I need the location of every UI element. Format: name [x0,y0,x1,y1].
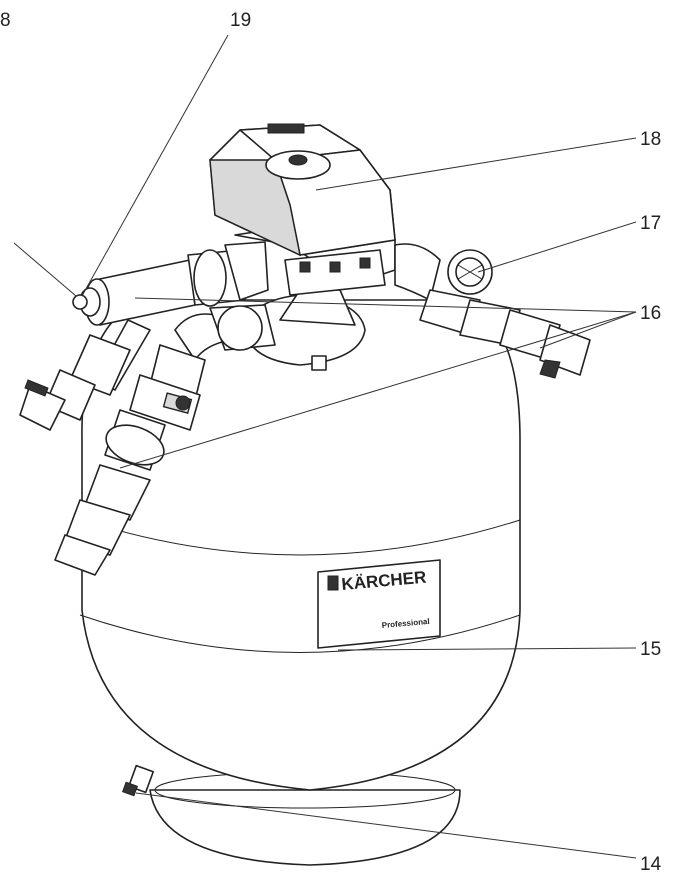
upper-left-pipe [72,241,269,326]
leader-16b [539,311,637,349]
leader-18 [315,137,637,191]
drain-valve [122,764,155,797]
leader-16a [134,297,637,313]
brand-label-plate: KÄRCHER Professional [317,559,441,649]
callout-numbers: 8 19 18 17 16 15 14 [0,10,662,875]
tank-base [149,771,461,866]
leader-15 [337,647,637,651]
tank-body [79,299,521,791]
leader-17 [477,221,637,273]
tank-neck-clamp [244,289,366,371]
leader-14 [135,792,637,859]
leader-lines [13,34,637,859]
callout-16: 16 [640,303,661,324]
callout-15: 15 [640,639,661,660]
right-hose-connection [419,289,591,379]
control-valve-housing [209,123,396,296]
callout-8: 8 [0,10,11,31]
left-hose-connection [19,319,151,431]
callout-17: 17 [640,213,661,234]
front-hose-ball-valve [54,304,276,576]
leader-8 [13,242,77,297]
pressure-gauge [394,243,493,301]
callout-14: 14 [640,854,662,875]
callout-18: 18 [640,129,661,150]
leader-16c [119,311,637,469]
callout-19: 19 [230,10,251,31]
brand-subtitle: Professional [381,617,430,630]
leader-19 [81,34,229,297]
